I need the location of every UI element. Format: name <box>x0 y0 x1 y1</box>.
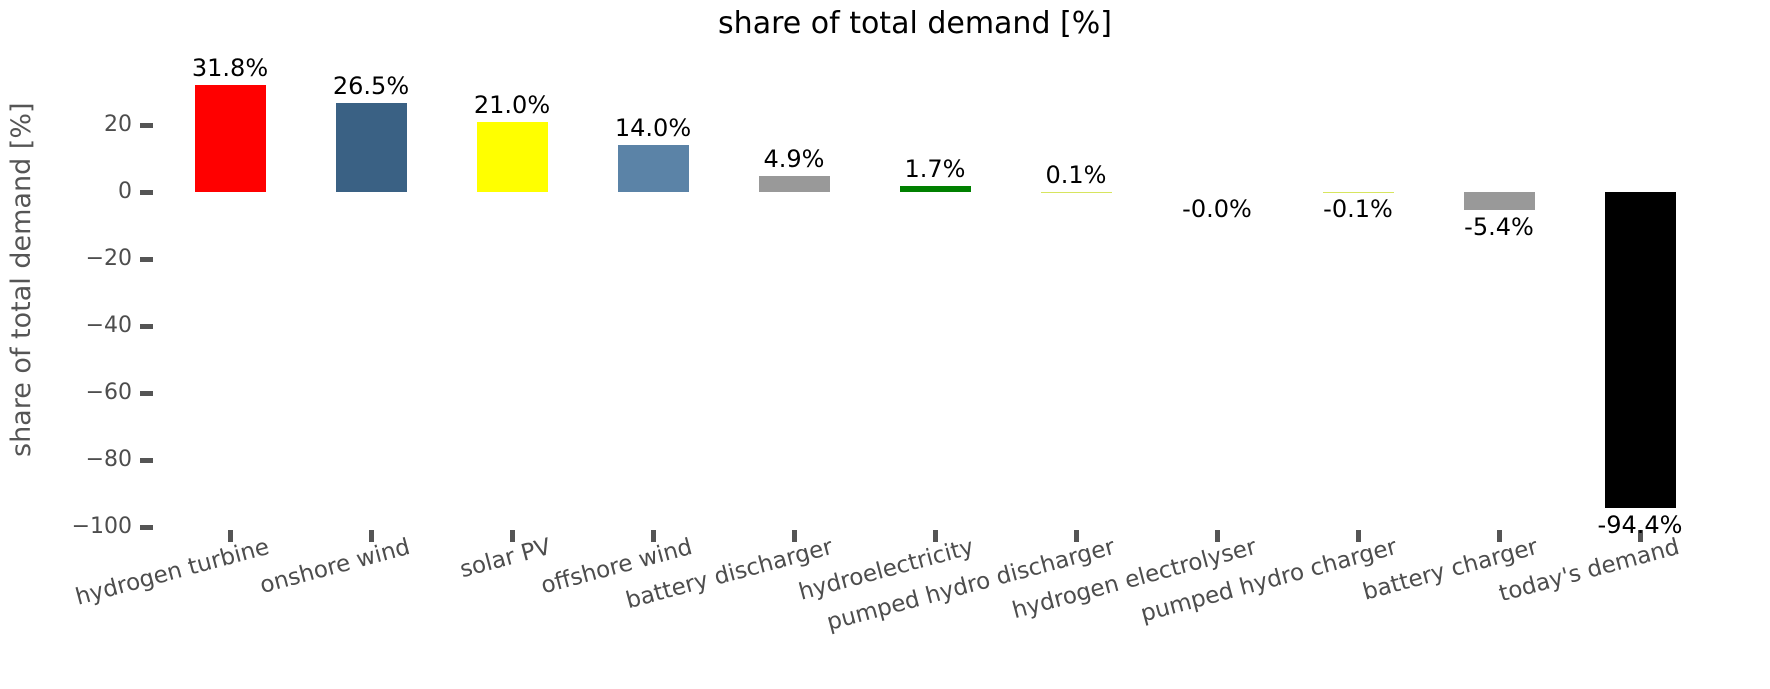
x-tick-mark <box>1214 530 1220 542</box>
x-tick-mark <box>1073 530 1079 542</box>
bar <box>194 85 266 192</box>
y-tick-mark <box>140 524 153 530</box>
chart-title: share of total demand [%] <box>718 6 1112 41</box>
bar <box>758 175 830 192</box>
x-tick-mark <box>509 530 515 542</box>
y-tick-mark <box>140 189 153 195</box>
x-tick-mark <box>932 530 938 542</box>
bar <box>476 121 548 192</box>
y-tick-label: −20 <box>85 246 132 271</box>
y-tick-label: −80 <box>85 447 132 472</box>
bar-value-label: 14.0% <box>614 114 692 143</box>
x-tick-mark <box>1355 530 1361 542</box>
bar <box>1604 192 1676 509</box>
y-tick-mark <box>140 323 153 329</box>
bar <box>1463 192 1535 211</box>
x-tick-mark <box>368 530 374 542</box>
bar-value-label: -0.1% <box>1323 195 1393 224</box>
bar <box>899 186 971 192</box>
bar-value-label: 21.0% <box>473 90 551 119</box>
bar-value-label: 31.8% <box>191 54 269 83</box>
y-tick-mark <box>140 122 153 128</box>
x-tick-mark <box>1496 530 1502 542</box>
bar-value-label: 1.7% <box>904 155 966 184</box>
bar-value-label: 0.1% <box>1045 160 1107 189</box>
x-tick-mark <box>650 530 656 542</box>
bar <box>617 145 689 192</box>
bar-value-label: 26.5% <box>332 72 410 101</box>
x-tick-label: onshore wind <box>257 534 413 599</box>
x-tick-label: hydrogen turbine <box>72 534 272 611</box>
y-tick-mark <box>140 256 153 262</box>
y-tick-label: 0 <box>118 179 132 204</box>
y-tick-label: −100 <box>71 514 132 539</box>
bar-value-label: 4.9% <box>763 144 825 173</box>
bar-value-label: -5.4% <box>1464 213 1534 242</box>
bar-value-label: -94.4% <box>1597 511 1683 540</box>
y-tick-mark <box>140 390 153 396</box>
x-tick-mark <box>227 530 233 542</box>
x-tick-mark <box>1637 530 1643 542</box>
bar <box>335 103 407 192</box>
y-tick-mark <box>140 457 153 463</box>
y-tick-label: −40 <box>85 313 132 338</box>
bar-value-label: -0.0% <box>1182 195 1252 223</box>
y-tick-label: 20 <box>104 112 132 137</box>
y-tick-label: −60 <box>85 380 132 405</box>
x-tick-mark <box>791 530 797 542</box>
